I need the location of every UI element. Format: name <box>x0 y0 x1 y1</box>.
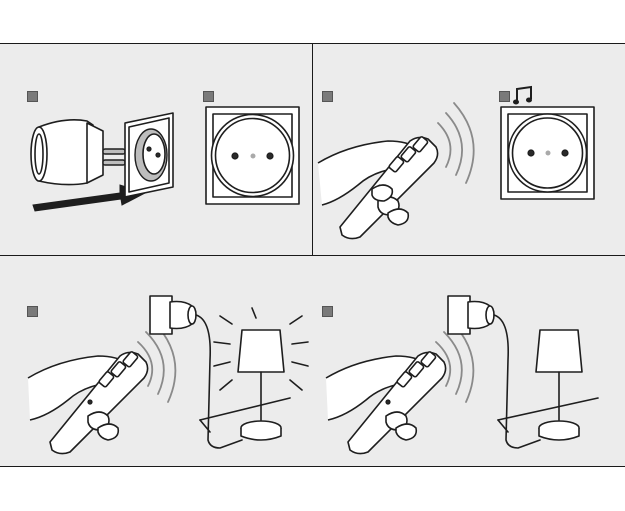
divider-vertical <box>312 43 313 255</box>
adapter-plug-illustration <box>25 105 195 225</box>
socket-tone-illustration <box>500 106 596 201</box>
lamp-off-illustration <box>318 290 608 470</box>
step-marker-4 <box>499 91 510 102</box>
remote-pairing-illustration <box>318 105 483 235</box>
socket-front-illustration <box>205 106 301 206</box>
step-marker-2 <box>203 91 214 102</box>
lamp-on-illustration <box>20 290 310 470</box>
step-marker-1 <box>27 91 38 102</box>
divider-middle <box>0 255 625 256</box>
music-note-icon <box>513 86 535 106</box>
step-marker-3 <box>322 91 333 102</box>
